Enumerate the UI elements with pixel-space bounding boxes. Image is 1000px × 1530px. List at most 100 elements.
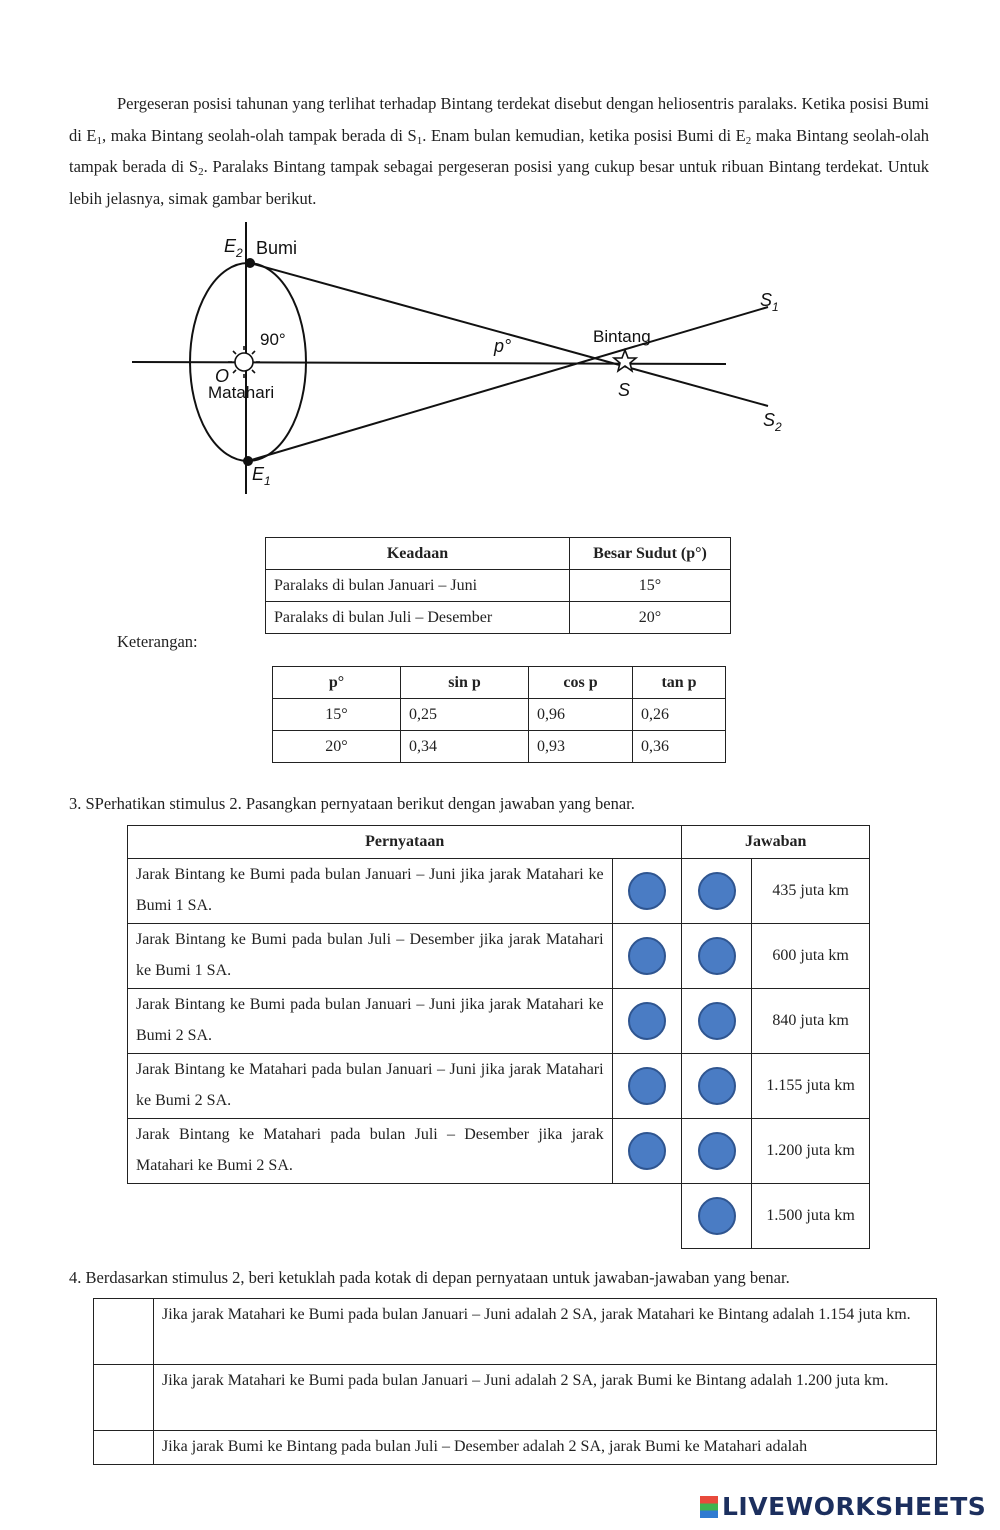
header-p: p° (272, 666, 401, 699)
answer-cell: 840 juta km (751, 988, 870, 1054)
empty-cell (612, 1184, 682, 1249)
check-statement: Jika jarak Matahari ke Bumi pada bulan J… (153, 1298, 937, 1365)
matching-table: Pernyataan Jawaban Jarak Bintang ke Bumi… (126, 825, 870, 1249)
statement-dot-cell (611, 923, 683, 989)
answer-cell: 435 juta km (751, 858, 870, 924)
keadaan-table: Keadaan Besar Sudut (p°) Paralaks di bul… (265, 537, 731, 634)
label-s2: S2 (763, 410, 782, 434)
parallax-diagram: E2 Bumi 90° O Matahari E1 p° Bintang S S… (131, 222, 782, 494)
label-matahari: Matahari (208, 383, 274, 402)
statement-cell: Jarak Bintang ke Bumi pada bulan Januari… (127, 988, 613, 1054)
answer-dot-cell (681, 988, 753, 1054)
checkbox[interactable] (93, 1364, 154, 1431)
intro-sub-2: 1 (416, 134, 423, 147)
checkbox-table: Jika jarak Matahari ke Bumi pada bulan J… (93, 1298, 937, 1465)
label-s1: S1 (760, 290, 779, 314)
answer-dot-cell (681, 1183, 753, 1249)
header-sin: sin p (400, 666, 529, 699)
match-dot-right[interactable] (697, 1132, 736, 1170)
sun-icon (228, 346, 260, 378)
match-dot-left[interactable] (627, 937, 666, 975)
keterangan-label: Keterangan: (117, 632, 198, 651)
header-pernyataan: Pernyataan (126, 825, 683, 859)
statement-cell: Jarak Bintang ke Matahari pada bulan Jan… (127, 1053, 613, 1119)
label-bumi: Bumi (256, 238, 297, 258)
intro-paragraph: Pergeseran posisi tahunan yang terlihat … (69, 88, 929, 214)
question-3-prompt: 3. SPerhatikan stimulus 2. Pasangkan per… (69, 794, 635, 813)
label-e2: E2 (224, 236, 243, 260)
intro-sub-1: 1 (96, 134, 103, 147)
liveworksheets-logo: LIVEWORKSHEETS (700, 1492, 986, 1521)
checkbox[interactable] (93, 1298, 154, 1365)
checkbox[interactable] (93, 1430, 154, 1465)
keadaan-cell: Paralaks di bulan Juli – Desember (265, 601, 570, 634)
label-p: p° (493, 336, 511, 356)
answer-dot-cell (681, 1118, 753, 1184)
statement-dot-cell (611, 1053, 683, 1119)
trig-cell: 0,93 (528, 730, 633, 763)
intro-text-2: , maka Bintang seolah-olah tampak berada… (102, 125, 417, 145)
statement-cell: Jarak Bintang ke Bumi pada bulan Juli – … (127, 923, 613, 989)
answer-dot-cell (681, 858, 753, 924)
star-icon (611, 347, 639, 373)
header-cos: cos p (528, 666, 633, 699)
answer-cell: 1.500 juta km (751, 1183, 870, 1249)
trig-cell: 0,26 (632, 698, 726, 731)
keadaan-cell: Paralaks di bulan Januari – Juni (265, 569, 570, 602)
header-jawaban: Jawaban (681, 825, 870, 859)
header-keadaan: Keadaan (265, 537, 570, 570)
sudut-cell: 15° (569, 569, 731, 602)
match-dot-right[interactable] (697, 1002, 736, 1040)
intro-text-1: Pergeseran posisi tahunan yang terlihat … (69, 94, 929, 145)
trig-cell: 0,34 (400, 730, 529, 763)
logo-icon (700, 1496, 718, 1518)
logo-text: LIVEWORKSHEETS (722, 1492, 987, 1521)
ray-e2-s2 (249, 262, 769, 407)
match-dot-left[interactable] (627, 872, 666, 910)
answer-dot-cell (681, 923, 753, 989)
intro-text-3: . Enam bulan kemudian, ketika posisi Bum… (422, 125, 746, 145)
trig-table: p° sin p cos p tan p 15° 0,25 0,96 0,26 … (272, 666, 726, 763)
statement-cell: Jarak Bintang ke Bumi pada bulan Januari… (127, 858, 613, 924)
intro-text-5: . Paralaks Bintang tampak sebagai perges… (69, 157, 929, 208)
statement-cell: Jarak Bintang ke Matahari pada bulan Jul… (127, 1118, 613, 1184)
check-statement: Jika jarak Matahari ke Bumi pada bulan J… (153, 1364, 937, 1431)
match-dot-right[interactable] (697, 937, 736, 975)
statement-dot-cell (611, 858, 683, 924)
e2-point (245, 258, 255, 268)
match-dot-right[interactable] (697, 872, 736, 910)
trig-cell: 0,25 (400, 698, 529, 731)
trig-cell: 20° (272, 730, 401, 763)
label-e1: E1 (252, 464, 271, 488)
sudut-cell: 20° (569, 601, 731, 634)
answer-cell: 1.155 juta km (751, 1053, 870, 1119)
intro-text-4: maka Bintang seolah-olah tampak berada d… (69, 125, 930, 177)
trig-cell: 15° (272, 698, 401, 731)
header-besar-sudut: Besar Sudut (p°) (569, 537, 731, 570)
e1-point (243, 456, 253, 466)
answer-cell: 1.200 juta km (751, 1118, 870, 1184)
match-dot-left[interactable] (627, 1002, 666, 1040)
statement-dot-cell (611, 1118, 683, 1184)
header-tan: tan p (632, 666, 726, 699)
match-dot-left[interactable] (627, 1067, 666, 1105)
trig-cell: 0,96 (528, 698, 633, 731)
answer-cell: 600 juta km (751, 923, 870, 989)
horizontal-axis (131, 361, 727, 365)
label-o: O (215, 366, 229, 386)
intro-sub-3: 2 (745, 134, 752, 147)
match-dot-right[interactable] (697, 1067, 736, 1105)
empty-cell (128, 1184, 613, 1249)
label-angle-90: 90° (260, 330, 286, 349)
trig-cell: 0,36 (632, 730, 726, 763)
question-4-prompt: 4. Berdasarkan stimulus 2, beri ketuklah… (69, 1268, 790, 1287)
match-dot-left[interactable] (627, 1132, 666, 1170)
label-s: S (618, 380, 630, 400)
intro-sub-4: 2 (198, 166, 204, 178)
ray-e1-s1 (247, 306, 769, 462)
check-statement: Jika jarak Bumi ke Bintang pada bulan Ju… (153, 1430, 937, 1465)
answer-dot-cell (681, 1053, 753, 1119)
statement-dot-cell (611, 988, 683, 1054)
match-dot-right[interactable] (697, 1197, 736, 1235)
label-bintang: Bintang (593, 327, 651, 346)
